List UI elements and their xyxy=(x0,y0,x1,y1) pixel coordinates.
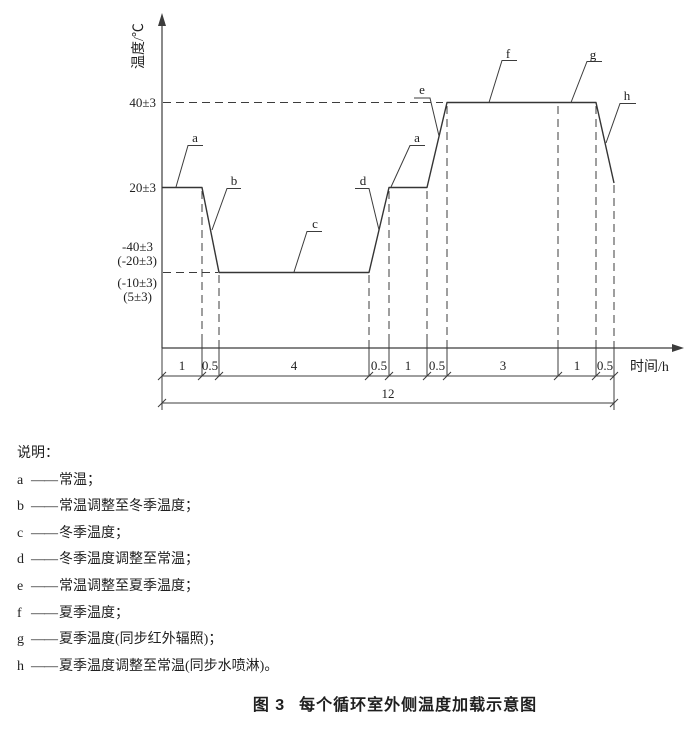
axes xyxy=(161,22,674,349)
leader-a2 xyxy=(390,145,425,188)
legend-letter: e xyxy=(17,578,24,594)
x-axis-title: 时间/h xyxy=(630,359,669,375)
legend-letter: a xyxy=(17,472,24,488)
y-axis-title: 温度/℃ xyxy=(131,23,147,69)
legend-dash: —— xyxy=(31,605,58,621)
legend: 说明： a——常温； b——常温调整至冬季温度； c——冬季温度； d——冬季温… xyxy=(17,441,278,680)
legend-text: 冬季温度； xyxy=(59,525,129,541)
y-label-winter-alt1: (-20±3) xyxy=(117,253,157,268)
leader-b xyxy=(211,188,241,231)
figure-caption: 图 3 每个循环室外侧温度加载示意图 xyxy=(95,691,695,715)
y-axis-arrowhead xyxy=(158,13,166,26)
legend-item-c: c ——冬季温度； xyxy=(17,521,278,548)
legend-dash: —— xyxy=(31,632,58,648)
dim-ticks-segments xyxy=(157,371,619,381)
duration-9: 0.5 xyxy=(597,358,613,373)
total-duration: 12 xyxy=(382,386,395,401)
legend-dash: —— xyxy=(31,472,58,488)
leader-lines xyxy=(175,60,636,273)
curve-label-b: b xyxy=(231,173,238,188)
y-label-winter-alt3: (5±3) xyxy=(123,289,152,304)
legend-dash: —— xyxy=(31,552,58,568)
legend-item-e: e ——常温调整至夏季温度； xyxy=(17,574,278,601)
leader-h xyxy=(605,103,636,144)
leader-a1 xyxy=(175,145,203,188)
duration-2: 0.5 xyxy=(202,358,218,373)
figure-caption-number: 图 3 xyxy=(252,697,286,714)
leader-f xyxy=(488,60,517,103)
dim-ticks-total xyxy=(157,398,619,408)
curve-label-e: e xyxy=(419,82,425,97)
legend-item-d: d ——冬季温度调整至常温； xyxy=(17,547,278,574)
legend-text: 夏季温度(同步红外辐照)； xyxy=(59,632,223,648)
legend-dash: —— xyxy=(31,578,58,594)
legend-letter: b xyxy=(17,499,24,515)
legend-letter: g xyxy=(17,632,24,648)
legend-dash: —— xyxy=(31,658,58,674)
curve-letters: a b c d a e f g h xyxy=(192,46,631,231)
legend-item-f: f ——夏季温度； xyxy=(17,601,278,628)
duration-1: 1 xyxy=(179,358,186,373)
curve-label-h: h xyxy=(624,88,631,103)
curve-label-a1: a xyxy=(192,130,198,145)
legend-item-b: b ——常温调整至冬季温度； xyxy=(17,494,278,521)
legend-text: 常温； xyxy=(59,472,101,488)
legend-text: 夏季温度； xyxy=(59,605,129,621)
curve-label-g: g xyxy=(590,47,597,62)
dashed-guides xyxy=(163,102,615,344)
leader-e xyxy=(414,97,440,137)
legend-letter: h xyxy=(17,658,24,674)
legend-item-a: a ——常温； xyxy=(17,468,278,495)
legend-dash: —— xyxy=(31,499,58,515)
y-label-winter-alt2: (-10±3) xyxy=(117,275,157,290)
duration-6: 0.5 xyxy=(429,358,445,373)
legend-text: 常温调整至夏季温度； xyxy=(59,578,199,594)
legend-dash: —— xyxy=(31,525,58,541)
segment-durations: 1 0.5 4 0.5 1 0.5 3 1 0.5 12 xyxy=(179,358,613,401)
duration-7: 3 xyxy=(500,358,507,373)
legend-heading: 说明： xyxy=(17,446,59,461)
y-axis-labels: 40±3 20±3 -40±3 (-20±3) (-10±3) (5±3) xyxy=(117,95,157,304)
x-axis-arrowhead xyxy=(672,344,684,352)
legend-letter: d xyxy=(17,552,24,568)
duration-5: 1 xyxy=(405,358,412,373)
legend-item-h: h ——夏季温度调整至常温(同步水喷淋)。 xyxy=(17,654,278,681)
legend-letter: c xyxy=(17,525,24,541)
leader-d xyxy=(355,188,380,231)
duration-3: 4 xyxy=(291,358,298,373)
curve-label-d: d xyxy=(360,173,367,188)
duration-8: 1 xyxy=(574,358,581,373)
y-label-winter-main: -40±3 xyxy=(122,239,153,254)
y-label-normal: 20±3 xyxy=(129,180,156,195)
legend-item-g: g ——夏季温度(同步红外辐照)； xyxy=(17,627,278,654)
legend-text: 冬季温度调整至常温； xyxy=(59,552,199,568)
temperature-cycle-diagram: a b c d a e f g h 40±3 20±3 -40±3 (-20±3… xyxy=(117,13,684,410)
legend-letter: f xyxy=(17,605,22,621)
legend-text: 常温调整至冬季温度； xyxy=(59,499,199,515)
temperature-curve xyxy=(162,101,615,274)
dimension-lines xyxy=(157,340,619,410)
curve-label-f: f xyxy=(506,46,511,61)
curve-label-c: c xyxy=(312,216,318,231)
y-label-summer: 40±3 xyxy=(129,95,156,110)
curve-label-a2: a xyxy=(414,130,420,145)
legend-text: 夏季温度调整至常温(同步水喷淋)。 xyxy=(59,658,279,674)
leader-g xyxy=(570,61,602,103)
leader-c xyxy=(293,231,322,273)
figure-caption-title: 每个循环室外侧温度加载示意图 xyxy=(299,697,538,714)
duration-4: 0.5 xyxy=(371,358,387,373)
